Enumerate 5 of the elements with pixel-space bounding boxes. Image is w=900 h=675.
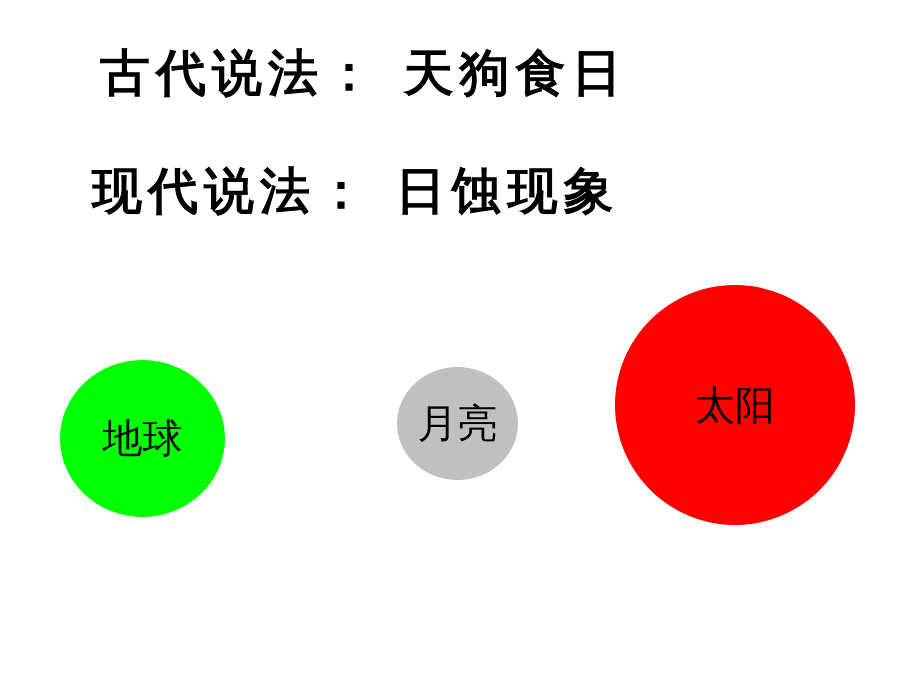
heading-text: 现代说法： 日蚀现象 bbox=[92, 161, 620, 222]
circle-label: 月亮 bbox=[418, 400, 498, 449]
circle-label: 太阳 bbox=[695, 382, 775, 430]
heading-text: 古代说法： 天狗食日 bbox=[100, 43, 628, 104]
circle-label: 地球 bbox=[102, 415, 182, 464]
